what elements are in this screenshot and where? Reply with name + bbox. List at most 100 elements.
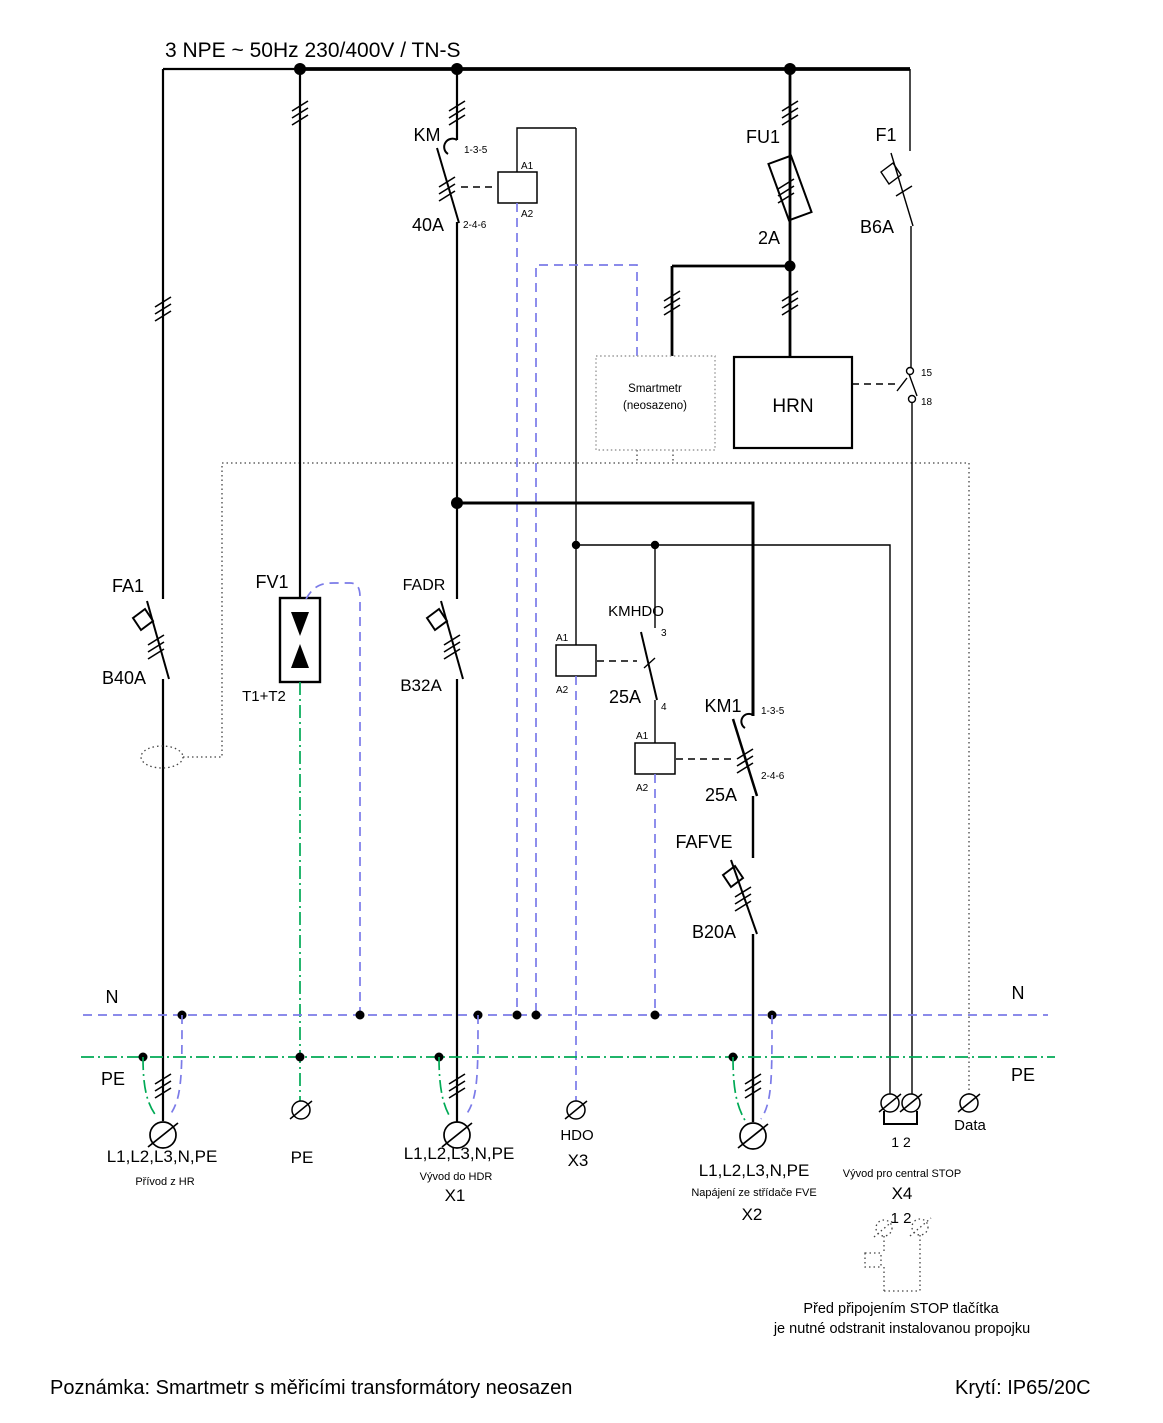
footnotes: Poznámka: Smartmetr s měřicími transform… (50, 1377, 1091, 1399)
contactor-kmhdo: A1 A2 KMHDO 3 4 25A (555, 545, 667, 1101)
f1-blade-tick (895, 185, 913, 197)
hrn-contact-15-icon (905, 366, 915, 376)
terminal-x4-id: X4 (892, 1184, 913, 1203)
pe-bus-label-left: PE (101, 1069, 125, 1089)
branch-fadr: FADR B32A (400, 222, 466, 1122)
note-right: Krytí: IP65/20C (955, 1377, 1091, 1399)
km-coil-a2: A2 (521, 209, 534, 220)
kmhdo-blade-tick (643, 657, 656, 669)
terminal-x4-pins2: 1 2 (891, 1210, 912, 1227)
km1-coil (634, 742, 676, 775)
hrn-label: HRN (772, 396, 813, 417)
fafve-breaker-blade (730, 859, 758, 935)
fafve-label: FAFVE (675, 832, 732, 852)
fa1-rating: B40A (102, 668, 146, 688)
breaker-f1: F1 B6A 15 18 (860, 69, 933, 1094)
breaker-fafve: FAFVE B20A (675, 832, 762, 1122)
hrn-contact-18: 18 (921, 397, 933, 408)
km1-label: KM1 (704, 696, 741, 716)
kmhdo-coil-a1: A1 (556, 633, 569, 644)
contactor-contact-icon (740, 712, 754, 729)
fa1-breaker-blade (146, 600, 170, 680)
kmhdo-contact-3: 3 (661, 628, 667, 639)
hrn-contact-15: 15 (921, 368, 933, 379)
measurement-data-path (183, 450, 970, 1094)
km1-contact-top: 1-3-5 (761, 706, 785, 717)
terminal-x2-label: L1,L2,L3,N,PE (699, 1161, 810, 1180)
contactor-km1: A1 A2 KM1 1-3-5 2-4-6 25A (634, 696, 785, 1015)
f1-breaker-blade (890, 152, 914, 227)
hrn-relay: HRN (732, 355, 908, 450)
terminal-x2-id: X2 (742, 1205, 763, 1224)
terminal-x3-id: X3 (568, 1151, 589, 1170)
km1-blade (731, 718, 759, 797)
pe-bus-label-right: PE (1011, 1065, 1035, 1085)
km-rating: 40A (412, 215, 444, 235)
terminal-x1-id: X1 (445, 1186, 466, 1205)
fv1-label: FV1 (255, 572, 288, 592)
stop-note-line2: je nutné odstranit instalovanou propojku (773, 1321, 1030, 1337)
smartmeter-line1: Smartmetr (628, 383, 682, 395)
km-coil (497, 171, 538, 204)
contactor-km: KM 1-3-5 40A 2-4-6 A1 A2 (412, 69, 577, 1015)
fafve-rating: B20A (692, 922, 736, 942)
km-blade (436, 147, 460, 224)
terminal-data-label: Data (954, 1117, 986, 1134)
neutral-bus: N N (83, 983, 1048, 1020)
terminal-x2-sub: Napájení ze střídače FVE (691, 1187, 816, 1199)
kmhdo-rating: 25A (609, 687, 641, 707)
varistor-arrow-up-icon (291, 644, 309, 668)
feeder-fa1: FA1 B40A (102, 69, 184, 1121)
km-contact-bottom: 2-4-6 (463, 220, 487, 231)
terminal-x4-pins: 1 2 (891, 1134, 911, 1150)
fadr-rating: B32A (400, 676, 442, 695)
breaker-latch-icon (880, 161, 902, 186)
km1-rating: 25A (705, 785, 737, 805)
note-left: Poznámka: Smartmetr s měřicími transform… (50, 1377, 572, 1399)
hrn-link-tick (896, 377, 908, 392)
terminal-data: Data (954, 1093, 986, 1134)
terminal-pe-label: PE (291, 1148, 314, 1167)
km-label: KM (414, 125, 441, 145)
supply-title: 3 NPE ~ 50Hz 230/400V / TN-S (165, 39, 461, 62)
km1-coil-a2: A2 (636, 783, 649, 794)
fuse-body-icon (767, 154, 813, 222)
terminal-pe: PE (289, 1100, 314, 1167)
terminal-x1-sub: Vývod do HDR (420, 1171, 493, 1183)
km1-coil-a1: A1 (636, 731, 649, 742)
breaker-latch-icon (721, 864, 745, 889)
fv1-neutral-conductor (305, 582, 361, 1015)
kmhdo-label: KMHDO (608, 603, 664, 620)
smartmeter-line2: (neosazeno) (623, 400, 687, 412)
terminal-x1: L1,L2,L3,N,PE Vývod do HDR X1 (404, 1014, 515, 1205)
terminal-hr: L1,L2,L3,N,PE Přívod z HR (107, 1014, 218, 1188)
km-contact-top: 1-3-5 (464, 145, 488, 156)
kmhdo-coil-a2: A2 (556, 685, 569, 696)
kmhdo-coil (555, 644, 597, 677)
terminal-hr-sub: Přívod z HR (135, 1176, 194, 1188)
fuse-fu1: FU1 2A (663, 69, 813, 357)
x4-jumper (883, 1111, 918, 1125)
contactor-contact-icon (443, 137, 458, 155)
terminal-hr-label: L1,L2,L3,N,PE (107, 1147, 218, 1166)
hrn-switch-blade (908, 373, 918, 397)
smartmeter-box: Smartmetr (neosazeno) (535, 264, 716, 1015)
f1-label: F1 (875, 125, 896, 145)
pe-bus: PE PE (81, 1052, 1055, 1089)
terminal-x3: HDO X3 (560, 1100, 594, 1170)
smartmeter-neutral (535, 264, 638, 1015)
terminal-x2: L1,L2,L3,N,PE Napájení ze střídače FVE X… (691, 1014, 817, 1224)
fu1-rating: 2A (758, 228, 780, 248)
km1-contact-bottom: 2-4-6 (761, 771, 785, 782)
n-bus-label-right: N (1012, 983, 1025, 1003)
hrn-contact-18-icon (907, 394, 917, 404)
n-bus-label-left: N (106, 987, 119, 1007)
terminal-x1-label: L1,L2,L3,N,PE (404, 1144, 515, 1163)
top-supply-bus: 3 NPE ~ 50Hz 230/400V / TN-S (163, 39, 910, 75)
kmhdo-contact-4: 4 (661, 702, 667, 713)
terminal-x3-label: HDO (560, 1127, 593, 1144)
kmhdo-blade (640, 631, 658, 701)
